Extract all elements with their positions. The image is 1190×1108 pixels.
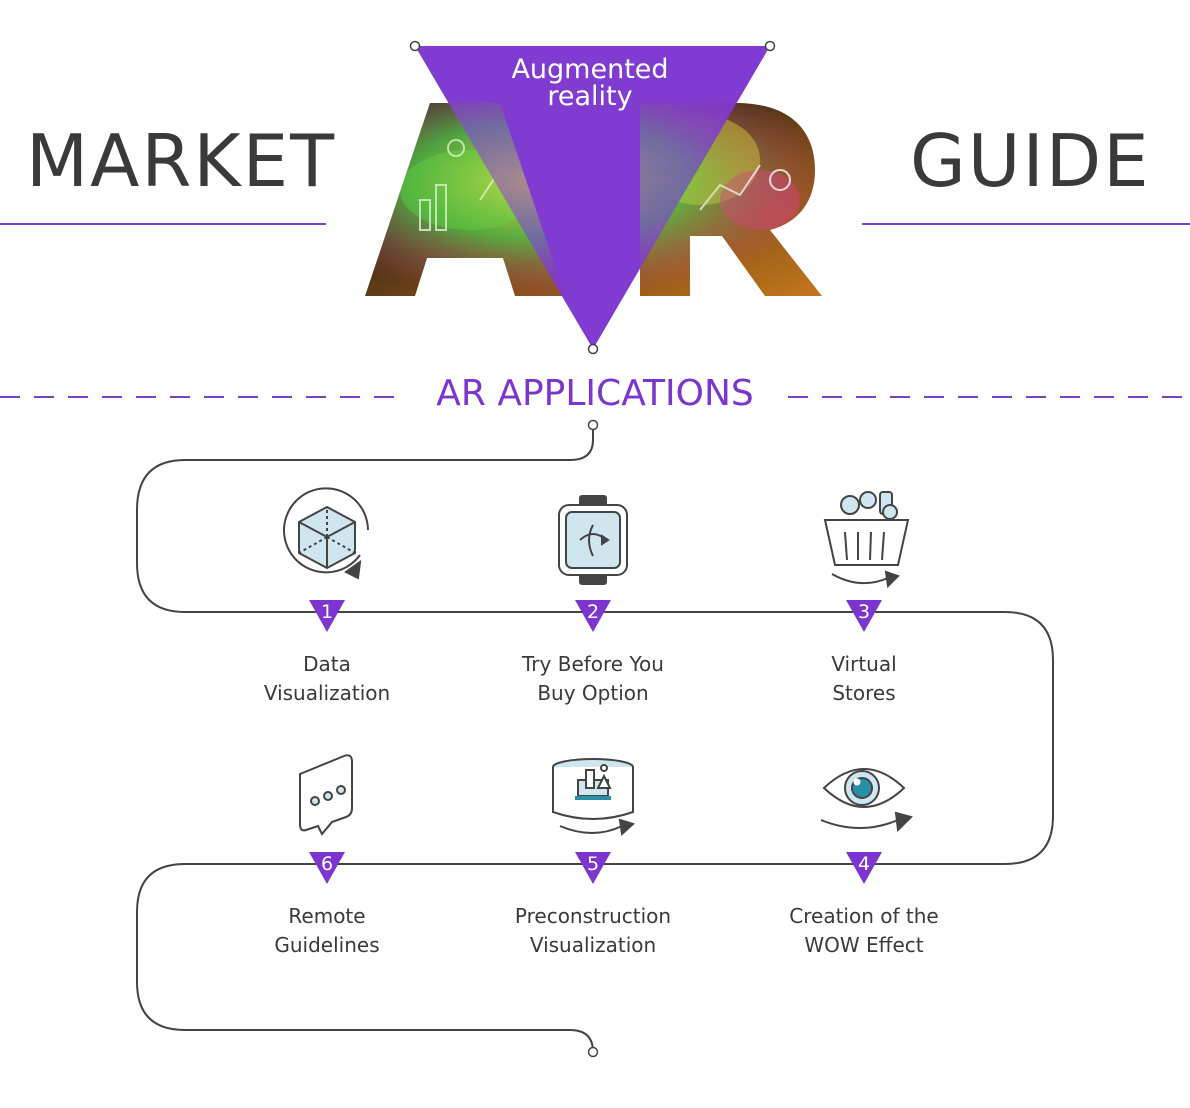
- shopping-basket-icon: [823, 491, 910, 589]
- step-marker-6: [309, 852, 345, 884]
- step-marker-4: [846, 852, 882, 884]
- step-marker-3: [846, 600, 882, 632]
- step-label-6-line2: Guidelines: [274, 933, 380, 957]
- step-label-1-line1: Data: [303, 652, 351, 676]
- step-label-3: Virtual Stores: [744, 650, 984, 708]
- step-number-1: 1: [320, 601, 334, 623]
- step-label-2-line1: Try Before You: [522, 652, 664, 676]
- triangle-label: Augmented reality: [511, 54, 669, 112]
- step-label-3-line2: Stores: [832, 681, 896, 705]
- step-label-1-line2: Visualization: [263, 681, 391, 705]
- panorama-city-icon: [552, 758, 635, 837]
- flow-path: [136, 425, 1054, 1053]
- step-label-1: Data Visualization: [207, 650, 447, 708]
- step-label-4-line1: Creation of the: [789, 904, 939, 928]
- eye-icon: [820, 768, 913, 833]
- smartwatch-icon: [558, 495, 628, 585]
- step-label-5: Preconstruction Visualization: [473, 902, 713, 960]
- step-number-5: 5: [586, 853, 600, 875]
- step-marker-2: [575, 600, 611, 632]
- step-label-4-line2: WOW Effect: [804, 933, 924, 957]
- step-marker-1: [309, 600, 345, 632]
- step-label-3-line1: Virtual: [831, 652, 897, 676]
- step-label-2: Try Before You Buy Option: [473, 650, 713, 708]
- step-number-4: 4: [857, 853, 871, 875]
- step-label-6-line1: Remote: [288, 904, 366, 928]
- step-label-5-line2: Visualization: [529, 933, 657, 957]
- step-label-2-line2: Buy Option: [537, 681, 649, 705]
- chat-bubble-icon: [299, 754, 353, 836]
- cube-rotate-icon: [283, 487, 369, 580]
- step-marker-5: [575, 852, 611, 884]
- step-number-3: 3: [857, 601, 871, 623]
- step-label-4: Creation of the WOW Effect: [744, 902, 984, 960]
- step-number-2: 2: [586, 601, 600, 623]
- step-label-6: Remote Guidelines: [207, 902, 447, 960]
- step-number-6: 6: [320, 853, 334, 875]
- step-label-5-line1: Preconstruction: [514, 904, 672, 928]
- header-rule-right: [862, 223, 1190, 225]
- header-rule-left: [0, 223, 326, 225]
- header-word-right: GUIDE: [910, 119, 1151, 203]
- section-title: AR APPLICATIONS: [436, 373, 754, 414]
- header-word-left: MARKET: [26, 119, 337, 203]
